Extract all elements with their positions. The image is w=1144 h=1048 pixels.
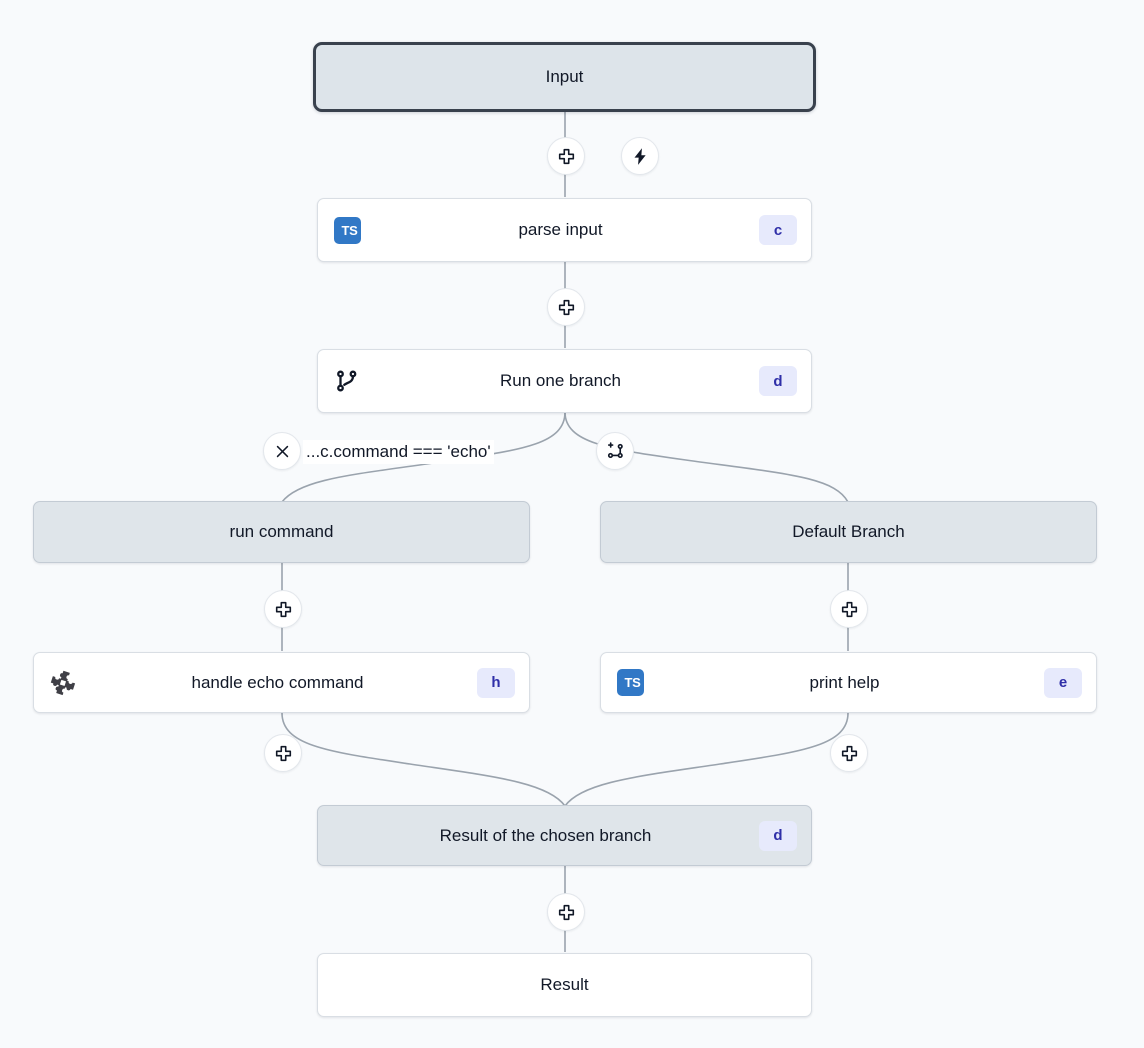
node-handle-echo-command[interactable]: handle echo command h	[33, 652, 530, 713]
node-parse-input-label: parse input	[518, 220, 603, 239]
node-run-one-branch[interactable]: Run one branch d	[317, 349, 812, 413]
node-result-of-chosen-branch-label: Result of the chosen branch	[439, 825, 652, 845]
lightning-icon[interactable]	[621, 137, 659, 175]
node-input[interactable]: Input	[313, 42, 816, 112]
close-icon[interactable]	[263, 432, 301, 470]
shortcut-badge-e[interactable]: e	[1044, 667, 1082, 698]
node-default-branch-label: Default Branch	[792, 522, 905, 541]
node-default-branch[interactable]: Default Branch	[600, 501, 1097, 563]
add-after-print-help-button[interactable]	[830, 734, 868, 772]
node-run-command[interactable]: run command	[33, 501, 530, 563]
node-print-help[interactable]: TS print help e	[600, 652, 1097, 713]
shortcut-badge-h[interactable]: h	[477, 667, 515, 698]
node-parse-input[interactable]: TS parse input c	[317, 198, 812, 262]
shortcut-badge-d-branch[interactable]: d	[759, 366, 797, 396]
node-print-help-label: print help	[809, 672, 880, 692]
add-branch-icon[interactable]	[596, 432, 634, 470]
node-result[interactable]: Result	[317, 953, 812, 1017]
shortcut-badge-c[interactable]: c	[759, 215, 797, 245]
add-after-result-merge-button[interactable]	[547, 893, 585, 931]
typescript-icon: TS	[615, 668, 645, 698]
git-branch-icon	[332, 366, 362, 396]
add-after-default-branch-button[interactable]	[830, 590, 868, 628]
edge-handle-echo-to-merge	[281, 712, 566, 807]
branch-condition-label: ...c.command === 'echo'	[303, 440, 494, 464]
edge-print-help-to-merge	[564, 712, 849, 807]
shortcut-badge-d-result[interactable]: d	[759, 820, 797, 851]
node-run-command-label: run command	[229, 522, 334, 541]
node-input-label: Input	[545, 67, 584, 86]
puzzle-icon	[48, 668, 78, 698]
node-result-label: Result	[540, 975, 589, 994]
add-after-run-command-button[interactable]	[264, 590, 302, 628]
add-after-input-button[interactable]	[547, 137, 585, 175]
add-after-handle-echo-button[interactable]	[264, 734, 302, 772]
node-result-of-chosen-branch[interactable]: Result of the chosen branch d	[317, 805, 812, 866]
node-handle-echo-command-label: handle echo command	[191, 672, 364, 692]
add-after-parse-input-button[interactable]	[547, 288, 585, 326]
node-run-one-branch-label: Run one branch	[500, 371, 621, 390]
typescript-icon: TS	[332, 215, 362, 245]
